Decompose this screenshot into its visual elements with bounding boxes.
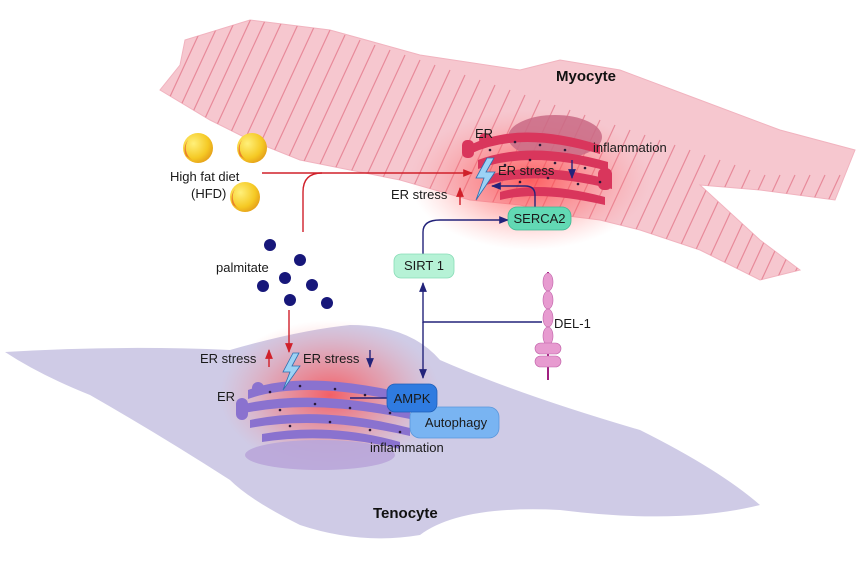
- myocyte-er-label: ER: [475, 126, 493, 141]
- tenocyte-title: Tenocyte: [373, 505, 438, 522]
- myocyte-er-stress-up-label: ER stress: [391, 187, 448, 202]
- hfd-to-tenocyte-arrow: [302, 172, 323, 232]
- hfd-label: (HFD): [191, 186, 226, 201]
- myocyte-er-stress-label: ER stress: [498, 163, 555, 178]
- tenocyte-ribosomes: [268, 384, 402, 434]
- autophagy-box: Autophagy: [409, 406, 500, 439]
- hfd-arrows: [262, 169, 473, 353]
- fat-globule-icon: [183, 133, 213, 163]
- sirt1-to-serca2-arrow: [422, 216, 509, 255]
- del1-receptor-icon: [534, 272, 562, 380]
- blue-arrows: [350, 160, 576, 399]
- fat-globules: [183, 133, 267, 212]
- lightning-bolt-icon: [282, 352, 301, 391]
- palmitate-label: palmitate: [216, 260, 269, 275]
- autophagy-label: Autophagy: [425, 415, 488, 430]
- tenocyte-nucleus: [245, 440, 395, 470]
- ampk-label: AMPK: [394, 391, 431, 406]
- myocyte-ribosomes: [488, 140, 602, 186]
- serca2-to-er-arrow: [491, 182, 536, 207]
- del1-label: DEL-1: [554, 316, 591, 331]
- myocyte-title: Myocyte: [556, 68, 616, 85]
- red-up-arrows: [265, 187, 464, 367]
- fat-globule-icon: [237, 133, 267, 163]
- tenocyte-inflammation-label: inflammation: [370, 440, 444, 455]
- myocyte-inflammation-label: inflammation: [593, 140, 667, 155]
- del1-to-sirt1-ampk-arrow: [419, 282, 542, 323]
- sirt1-box: SIRT 1: [393, 253, 455, 279]
- high-fat-diet-label: High fat diet: [170, 169, 240, 184]
- fat-globule-icon: [230, 182, 260, 212]
- serca2-label: SERCA2: [513, 211, 565, 226]
- myocyte-er-icon: [462, 132, 612, 205]
- tenocyte-er-stress-up-label: ER stress: [200, 351, 257, 366]
- sirt1-label: SIRT 1: [404, 258, 444, 273]
- tenocyte-er-stress-down-label: ER stress: [303, 351, 360, 366]
- tenocyte-er-label: ER: [217, 389, 235, 404]
- serca2-box: SERCA2: [507, 206, 572, 231]
- lightning-bolt-icon: [475, 157, 496, 201]
- myocyte-cell: [159, 19, 856, 281]
- palmitate-dots: [257, 239, 333, 309]
- ampk-box: AMPK: [386, 383, 438, 413]
